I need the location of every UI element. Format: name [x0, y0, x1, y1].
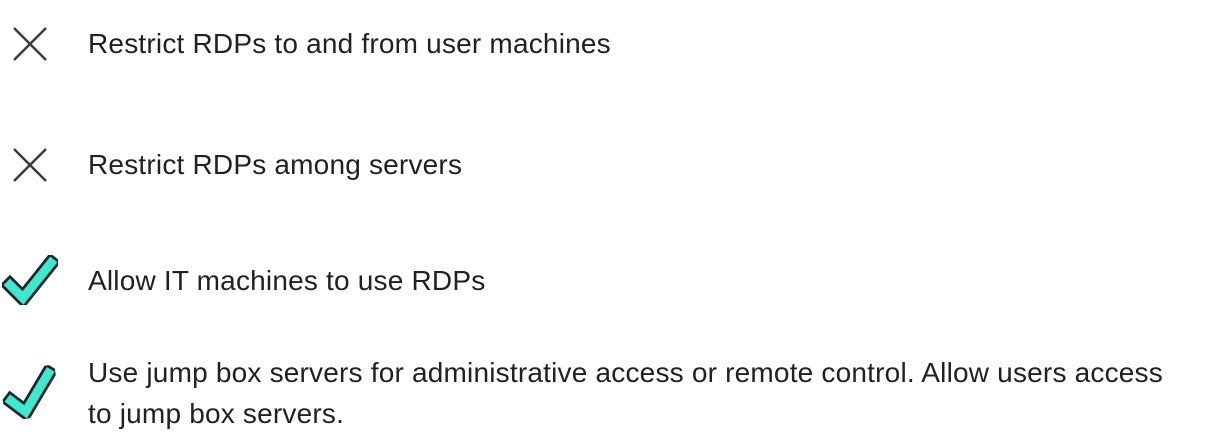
- list-item: Allow IT machines to use RDPs: [0, 250, 1210, 310]
- list-item-label: Restrict RDPs to and from user machines: [88, 27, 611, 59]
- x-mark-icon: [10, 143, 50, 185]
- list-item: Restrict RDPs to and from user machines: [0, 13, 1210, 73]
- checkmark-icon: [2, 255, 58, 305]
- list-item-label: Use jump box servers for administrative …: [88, 357, 1163, 429]
- status-icon-cell: [0, 364, 88, 422]
- list-item: Restrict RDPs among servers: [0, 134, 1210, 194]
- list-item-label: Restrict RDPs among servers: [88, 148, 463, 180]
- list-item-label: Allow IT machines to use RDPs: [88, 264, 486, 296]
- status-icon-cell: [0, 22, 88, 64]
- status-icon-cell: [0, 255, 88, 305]
- list-item: Use jump box servers for administrative …: [0, 348, 1210, 438]
- checkmark-icon: [0, 364, 61, 422]
- status-icon-cell: [0, 143, 88, 185]
- x-mark-icon: [10, 22, 50, 64]
- rdp-checklist: Restrict RDPs to and from user machines …: [0, 13, 1210, 438]
